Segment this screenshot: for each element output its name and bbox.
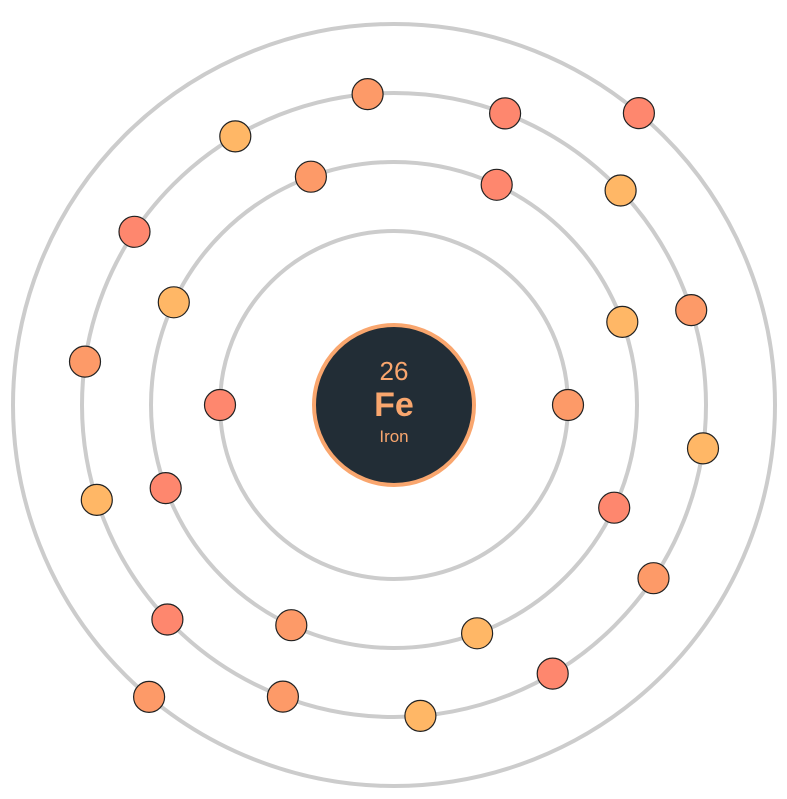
atomic-number: 26 bbox=[380, 356, 409, 386]
orbit-shell-4 bbox=[11, 22, 777, 788]
electron-shell-3-6 bbox=[151, 603, 184, 636]
orbit-rings bbox=[11, 22, 777, 788]
electron-shell-1-1 bbox=[551, 388, 585, 422]
electron-shell-2-8 bbox=[606, 305, 639, 338]
electron-shell-3-1 bbox=[686, 432, 720, 465]
element-symbol: Fe bbox=[374, 386, 414, 424]
nucleus-circle bbox=[312, 323, 476, 487]
electron-shell-2-6 bbox=[294, 160, 327, 193]
electron-shell-3-5 bbox=[266, 680, 299, 713]
electron-shell-4-2 bbox=[622, 96, 656, 130]
electron-shell-2-1 bbox=[598, 491, 631, 524]
nucleus: 26 Fe Iron bbox=[312, 323, 476, 487]
electrons bbox=[68, 77, 720, 733]
electron-shell-2-4 bbox=[149, 472, 182, 505]
electron-shell-3-13 bbox=[604, 174, 637, 207]
electron-shell-2-2 bbox=[461, 617, 494, 650]
electron-shell-2-5 bbox=[157, 286, 190, 319]
electron-shell-3-3 bbox=[536, 657, 569, 690]
electron-shell-3-11 bbox=[351, 77, 384, 111]
electron-shell-3-7 bbox=[80, 483, 113, 516]
electron-shell-4-1 bbox=[133, 680, 166, 714]
orbit-shell-3 bbox=[80, 91, 708, 719]
electron-shell-2-3 bbox=[275, 609, 308, 642]
electron-shell-3-8 bbox=[68, 345, 102, 378]
electron-shell-3-9 bbox=[118, 215, 151, 248]
orbit-shell-2 bbox=[149, 160, 639, 650]
electron-shell-1-2 bbox=[203, 388, 237, 422]
electron-shell-3-14 bbox=[675, 294, 708, 327]
element-name: Iron bbox=[379, 427, 408, 446]
electron-shell-3-12 bbox=[489, 97, 522, 130]
electron-shell-3-4 bbox=[404, 699, 437, 733]
electron-shell-3-10 bbox=[219, 120, 252, 153]
electron-shell-3-2 bbox=[637, 562, 670, 595]
electron-shell-2-7 bbox=[480, 168, 513, 201]
